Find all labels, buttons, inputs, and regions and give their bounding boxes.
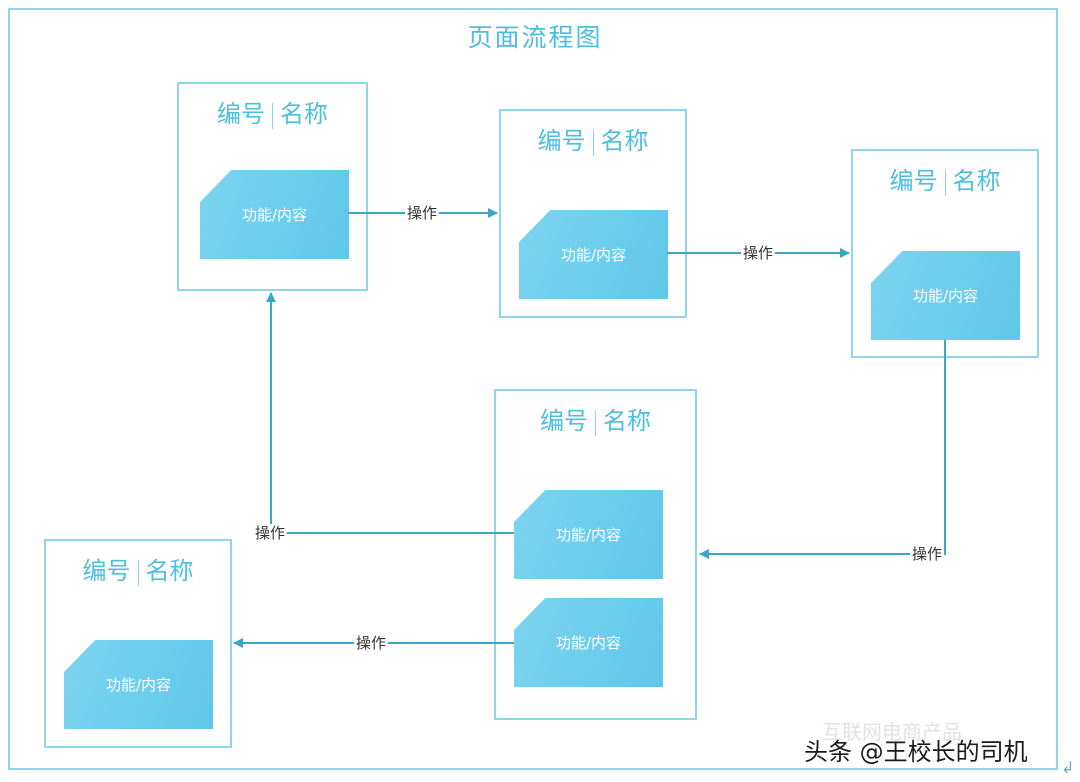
page-number: 编号 — [537, 127, 586, 155]
page-name: 名称 — [952, 167, 1001, 195]
page-heading: 编号名称 — [501, 121, 685, 156]
function-block[interactable]: 功能/内容 — [200, 170, 349, 259]
heading-divider — [272, 102, 273, 129]
function-block[interactable]: 功能/内容 — [64, 640, 213, 729]
heading-divider — [592, 129, 594, 156]
function-block[interactable]: 功能/内容 — [519, 210, 668, 299]
flow-arrow-3 — [699, 340, 946, 559]
page-number: 编号 — [82, 557, 131, 585]
operation-label-4: 操作 — [253, 524, 288, 542]
operation-label-2: 操作 — [741, 244, 776, 262]
flow-arrow-4 — [266, 292, 514, 534]
page-frame — [8, 8, 1058, 770]
heading-divider — [137, 559, 139, 586]
heading-divider — [595, 409, 596, 436]
operation-label-3: 操作 — [910, 545, 945, 563]
page-name: 名称 — [145, 557, 194, 585]
page-number: 编号 — [217, 100, 265, 128]
page-name: 名称 — [603, 407, 651, 435]
page-box-5[interactable]: 编号名称 功能/内容 — [44, 539, 232, 748]
watermark-author: 头条 @王校长的司机 — [804, 738, 1028, 766]
watermark-faint: 互联网电商产品 — [822, 720, 962, 744]
page-box-1[interactable]: 编号名称 功能/内容 — [177, 82, 368, 291]
return-mark-icon: ↲ — [1061, 758, 1075, 777]
page-heading: 编号名称 — [46, 551, 230, 586]
page-number: 编号 — [889, 167, 938, 195]
page-box-4[interactable]: 编号名称 功能/内容 功能/内容 — [494, 389, 697, 720]
page-heading: 编号名称 — [853, 161, 1037, 196]
diagram-title: 页面流程图 — [467, 23, 603, 52]
operation-label-1: 操作 — [405, 204, 440, 222]
function-block[interactable]: 功能/内容 — [871, 251, 1020, 340]
page-heading: 编号名称 — [496, 401, 695, 436]
page-box-2[interactable]: 编号名称 功能/内容 — [499, 109, 687, 318]
operation-label-5: 操作 — [354, 634, 389, 652]
page-name: 名称 — [600, 127, 649, 155]
function-block[interactable]: 功能/内容 — [514, 490, 663, 579]
page-name: 名称 — [280, 100, 328, 128]
page-number: 编号 — [540, 407, 588, 435]
page-heading: 编号名称 — [179, 94, 366, 129]
heading-divider — [944, 169, 946, 196]
function-block[interactable]: 功能/内容 — [514, 598, 663, 687]
